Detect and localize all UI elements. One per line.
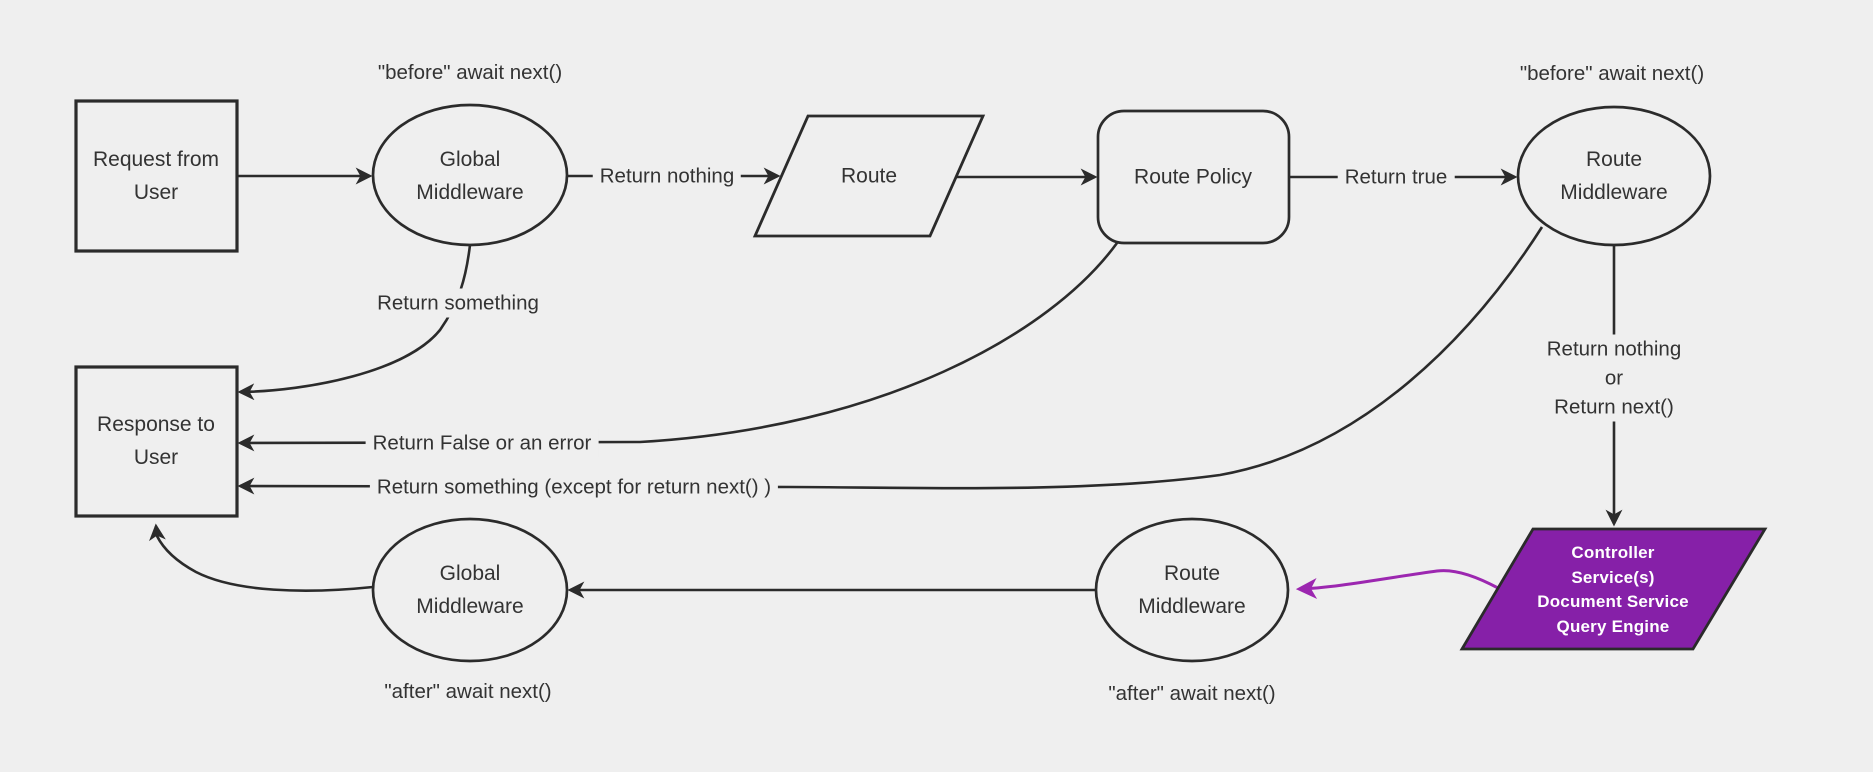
global-middleware-bottom-node [371, 517, 569, 663]
global-middleware-top-label: Global Middleware [416, 148, 524, 204]
return-nothing-label: Return nothing [592, 161, 742, 191]
response-to-user-label: Response to User [97, 413, 215, 469]
route-middleware-top-node [1516, 105, 1712, 247]
request-from-user-label: Request from User [92, 148, 220, 204]
controller-services-node [1459, 527, 1768, 651]
route-middleware-top-label: Route Middleware [1560, 148, 1668, 204]
global-middleware-bottom-label: Global Middleware [416, 562, 524, 618]
return-nothing-or-next-label: Return nothing or Return next() [1539, 334, 1689, 422]
before-await-global-label: "before" await next() [377, 61, 563, 84]
request-from-user-node [74, 99, 239, 253]
controller-services-label: Controller Service(s) Document Service Q… [1537, 543, 1689, 636]
route-node [752, 114, 986, 238]
before-await-route-label: "before" await next() [1519, 62, 1705, 85]
edge-controller-to-route-middleware-bottom [1295, 569, 1499, 599]
edge-global-middleware-to-response [237, 244, 472, 401]
route-middleware-bottom-label: Route Middleware [1138, 562, 1246, 618]
return-true-label: Return true [1337, 162, 1455, 192]
route-label: Route [840, 164, 898, 188]
return-false-label: Return False or an error [365, 428, 599, 458]
response-to-user-node [74, 365, 239, 518]
route-middleware-bottom-node [1094, 517, 1290, 663]
after-await-global-label: "after" await next() [384, 680, 552, 703]
edge-route-policy-to-response [237, 242, 1119, 452]
route-policy-node [1096, 109, 1291, 245]
return-something-except-label: Return something (except for return next… [369, 472, 779, 502]
return-something-label: Return something [370, 288, 546, 318]
route-policy-label: Route Policy [1134, 165, 1252, 189]
edge-global-middleware-bottom-to-response [149, 523, 374, 592]
global-middleware-top-node [371, 103, 569, 247]
after-await-route-label: "after" await next() [1108, 682, 1276, 705]
edge-route-middleware-to-response [237, 226, 1544, 495]
